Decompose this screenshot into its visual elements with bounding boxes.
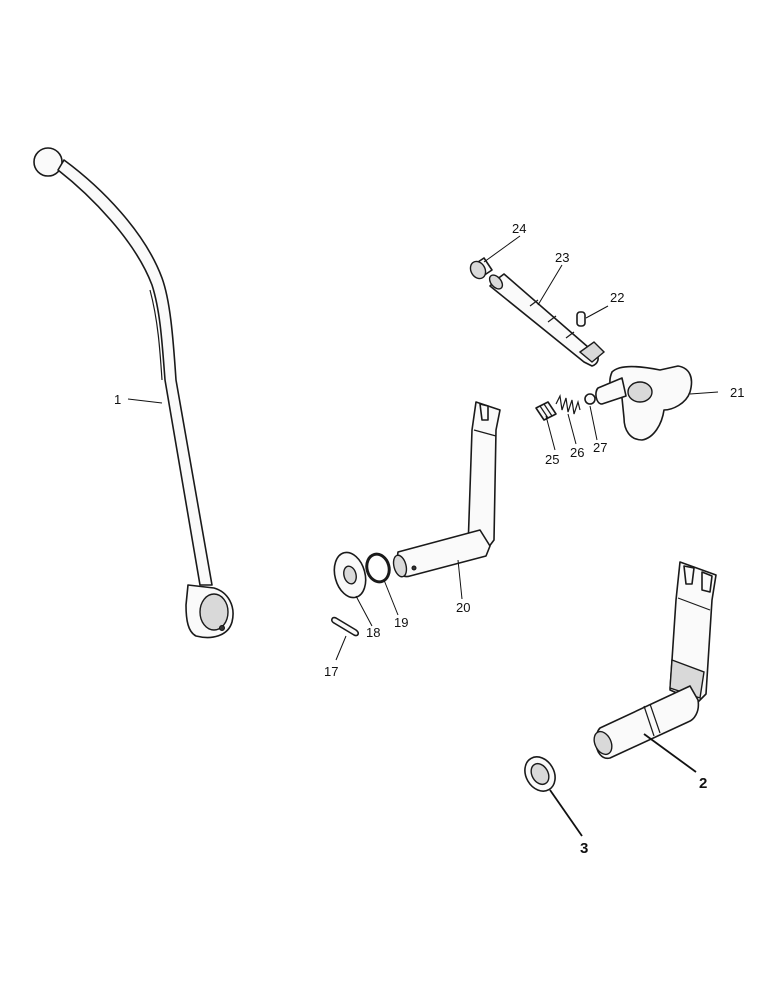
part-21-selector-block xyxy=(595,365,693,441)
callout-labels: 1 2 3 17 18 19 20 21 22 23 24 25 26 27 xyxy=(114,221,744,857)
callout-23: 23 xyxy=(555,250,569,265)
callout-25: 25 xyxy=(545,452,559,467)
part-1-shift-lever xyxy=(33,147,234,639)
part-26-spring xyxy=(555,394,581,415)
callout-22: 22 xyxy=(610,290,624,305)
part-3-washer xyxy=(524,756,556,792)
part-23-selector-shaft xyxy=(488,273,606,367)
part-27-ball xyxy=(584,393,596,405)
callout-26: 26 xyxy=(570,445,584,460)
part-2-shift-fork xyxy=(593,561,717,760)
part-17-pin xyxy=(331,616,359,637)
callout-27: 27 xyxy=(593,440,607,455)
part-20-shift-fork xyxy=(392,401,501,578)
callout-3: 3 xyxy=(580,840,588,857)
callout-24: 24 xyxy=(512,221,526,236)
callout-2: 2 xyxy=(699,775,707,792)
part-24-cap xyxy=(469,257,493,280)
callout-1: 1 xyxy=(114,392,121,407)
leader-lines xyxy=(127,235,719,837)
callout-19: 19 xyxy=(394,615,408,630)
callout-21: 21 xyxy=(730,385,744,400)
callout-20: 20 xyxy=(456,600,470,615)
part-18-flat-washer xyxy=(333,551,367,599)
part-19-snap-ring xyxy=(365,552,391,584)
callout-17: 17 xyxy=(324,664,338,679)
part-22-pin xyxy=(576,311,586,327)
part-25-plug xyxy=(535,401,557,421)
callout-18: 18 xyxy=(366,625,380,640)
